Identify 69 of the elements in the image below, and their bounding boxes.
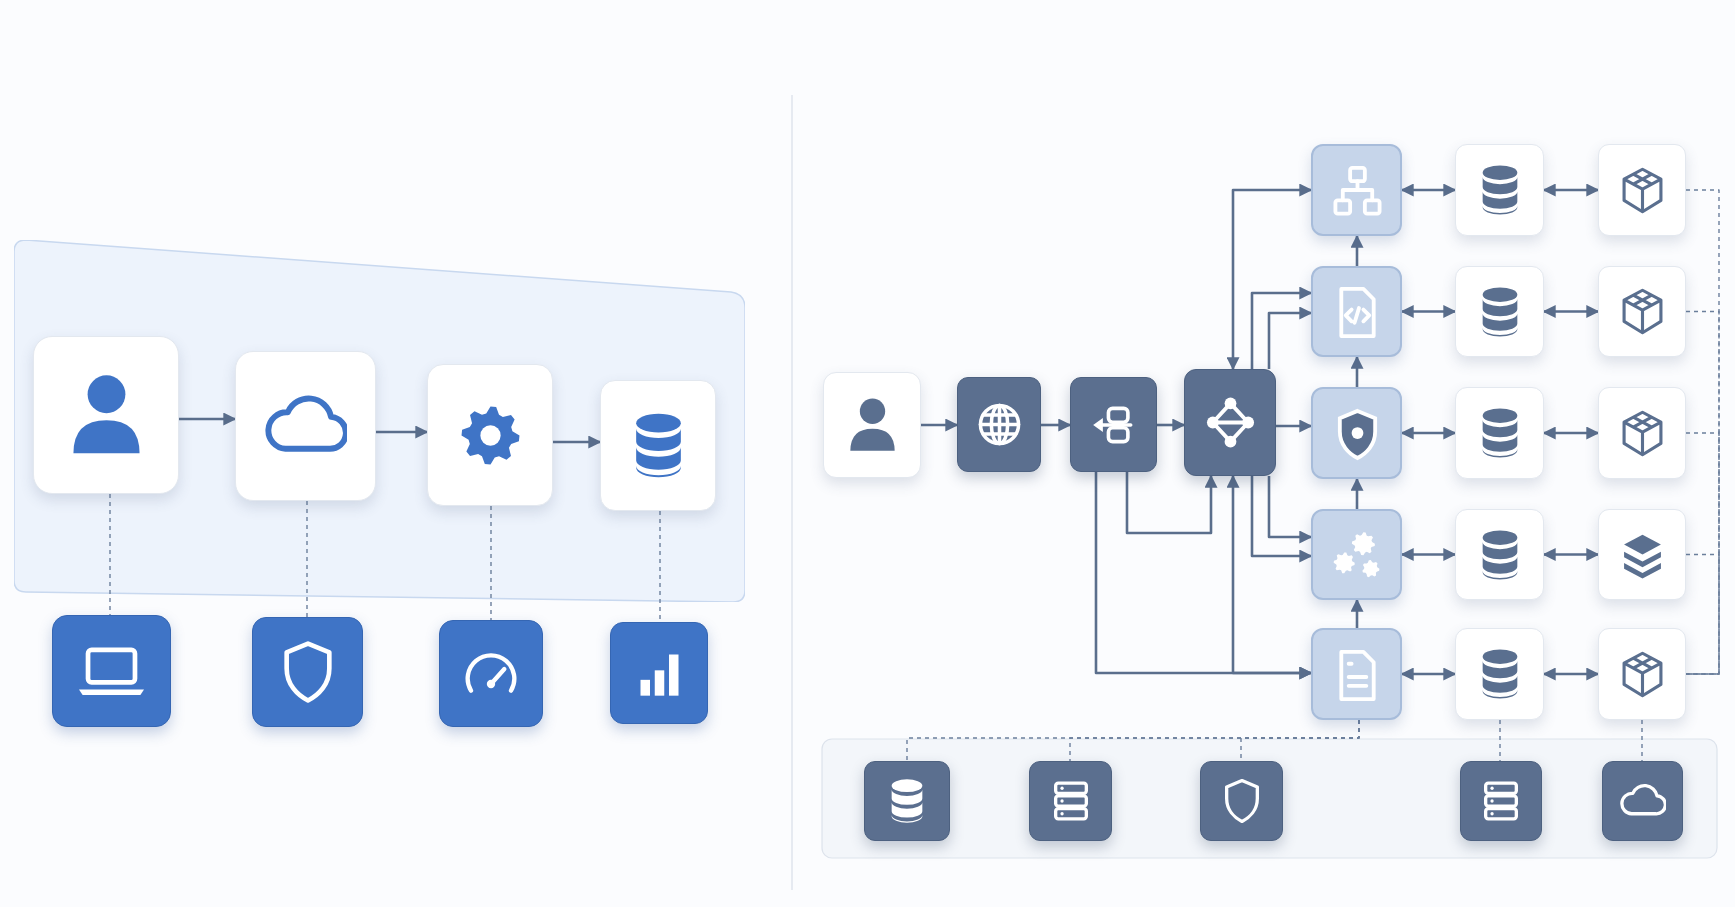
arrow (1267, 306, 1313, 369)
connector-line (1641, 719, 1643, 762)
icon-tile (1455, 509, 1544, 600)
connector-line (490, 505, 492, 621)
icon-tile (1184, 369, 1276, 476)
icon-tile (1598, 628, 1686, 720)
connector-line (1685, 310, 1720, 675)
icon-tile (1598, 144, 1686, 236)
arrow (1400, 548, 1457, 561)
arrow (376, 425, 429, 439)
icon-tile (1311, 266, 1402, 357)
arrow (1400, 667, 1457, 681)
icon-tile (957, 377, 1041, 472)
arrow (1267, 476, 1313, 544)
connector-line (1499, 719, 1501, 762)
arrow (1542, 305, 1600, 318)
arrow (1250, 286, 1313, 369)
arrow (1542, 548, 1600, 561)
icon-tile (33, 336, 179, 494)
icon-tile (235, 351, 376, 501)
arrow (1226, 183, 1313, 371)
connector-line (306, 500, 308, 618)
icon-tile (1598, 266, 1686, 357)
icon-tile (1598, 509, 1686, 600)
icon-tile (1029, 761, 1112, 841)
icon-tile (439, 620, 543, 727)
arrow (1542, 426, 1600, 440)
arrow (1350, 355, 1364, 387)
arrow (179, 412, 237, 426)
connector-line (109, 493, 111, 616)
icon-tile (1455, 628, 1544, 720)
arrow (921, 418, 959, 432)
arrow (1400, 305, 1457, 318)
connector-line (1685, 432, 1720, 675)
icon-tile (1311, 628, 1402, 720)
icon-tile (823, 372, 921, 478)
arrow (1250, 476, 1313, 563)
connector-line (1685, 189, 1720, 675)
arrow (1350, 477, 1364, 509)
icon-tile (1455, 266, 1544, 357)
icon-tile (864, 761, 950, 841)
arrow (1542, 667, 1600, 681)
icon-tile (1602, 761, 1683, 841)
arrow (1400, 426, 1457, 440)
icon-tile (610, 622, 708, 724)
arrow (1542, 183, 1600, 197)
arrow (1157, 418, 1186, 432)
icon-tile (1311, 509, 1402, 600)
icon-tile (1455, 387, 1544, 479)
arrow (1400, 183, 1457, 197)
icon-tile (600, 380, 716, 511)
icon-tile (1311, 387, 1402, 479)
icon-tile (1070, 377, 1157, 472)
arrow (553, 435, 602, 449)
arrow (1350, 234, 1364, 266)
arrow (1125, 472, 1218, 535)
icon-tile (1200, 761, 1283, 841)
connector-line (1685, 553, 1720, 675)
arrow (1276, 419, 1313, 433)
icon-tile (1455, 144, 1544, 236)
arrow (1350, 598, 1364, 628)
icon-tile (52, 615, 171, 727)
icon-tile (1311, 144, 1402, 236)
icon-tile (427, 364, 553, 506)
icon-tile (252, 617, 363, 727)
arrow (1041, 418, 1072, 432)
icon-tile (1460, 761, 1542, 841)
icon-tile (1598, 387, 1686, 479)
arrow (1226, 474, 1313, 680)
